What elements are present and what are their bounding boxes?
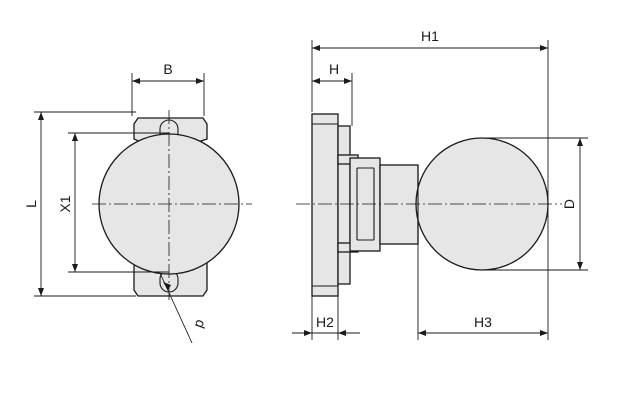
dimension-h1: H1 <box>311 28 549 340</box>
label-d: D <box>561 199 577 209</box>
dimension-b: B <box>131 61 205 116</box>
front-view <box>92 110 252 300</box>
side-hub <box>349 157 381 252</box>
side-body <box>337 125 351 285</box>
dimension-x1: X1 <box>57 132 169 273</box>
dimension-h3: H3 <box>417 244 548 340</box>
label-h: H <box>329 61 339 77</box>
label-p: p <box>189 317 207 330</box>
label-b: B <box>163 61 172 77</box>
dimension-h2: H2 <box>292 286 360 340</box>
label-x1: X1 <box>57 195 73 212</box>
label-l: L <box>23 200 39 208</box>
dimension-d: D <box>482 137 588 271</box>
label-h3: H3 <box>474 314 492 330</box>
side-flange <box>311 113 339 297</box>
side-neck <box>379 164 419 245</box>
side-view <box>296 113 562 297</box>
label-h1: H1 <box>421 28 439 44</box>
dimension-l: L <box>23 111 136 297</box>
dimension-h: H <box>312 61 353 126</box>
label-h2: H2 <box>316 314 334 330</box>
